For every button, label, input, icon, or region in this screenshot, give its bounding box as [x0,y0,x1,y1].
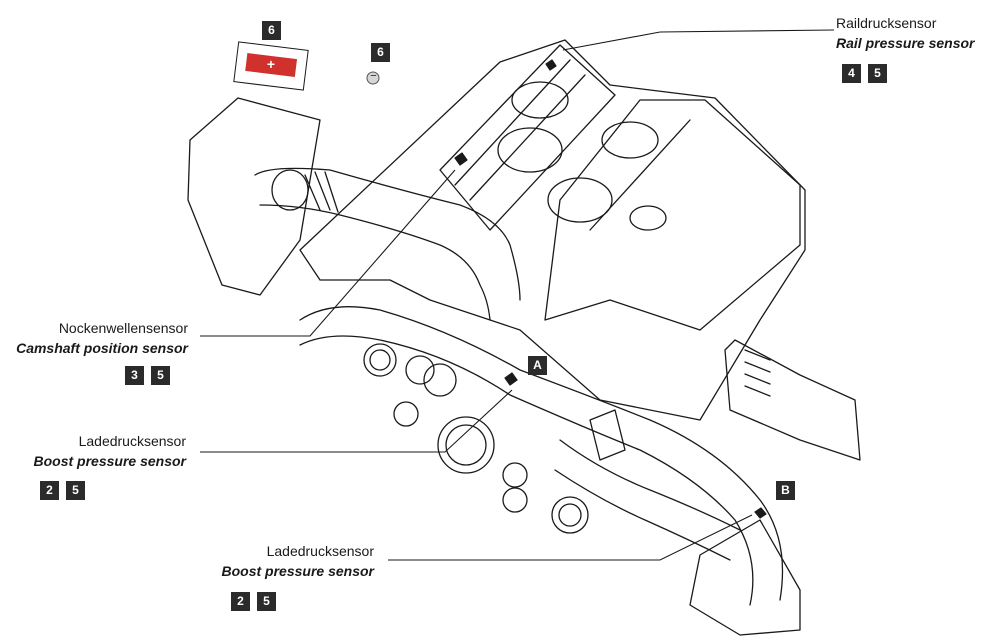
valve-cover [544,99,801,331]
camshaft-sensor-en: Camshaft position sensor [16,340,188,356]
badge: 3 [125,366,144,385]
camshaft-sensor-label: Nockenwellensensor Camshaft position sen… [10,318,188,358]
leader-boost-a [200,389,513,453]
intercooler-end [689,519,801,636]
battery-minus-icon [366,71,380,85]
leader-boost-b [388,514,753,561]
battery-minus-sign: − [370,70,377,82]
cylinder-1 [497,127,563,173]
camshaft-sensor-badges: 3 5 [125,366,170,385]
boost-sensor-a-de: Ladedrucksensor [78,433,186,449]
boost-sensor-b-en: Boost pressure sensor [221,563,375,579]
boost-sensor-b-label: Ladedrucksensor Boost pressure sensor [200,541,375,581]
badge: 4 [842,64,861,83]
battery-plus-sign: + [266,56,276,72]
charge-pipe [299,306,784,601]
ecu-bracket [724,339,861,461]
battery-plus-badge: 6 [262,21,281,40]
badge: 5 [66,481,85,500]
boost-sensor-b-de: Ladedrucksensor [266,543,374,559]
port-turbo [437,416,495,474]
intake-hose [254,167,521,301]
boost-sensor-a-badges: 2 5 [40,481,85,500]
boost-sensor-a-en: Boost pressure sensor [33,453,187,469]
camshaft-sensor-de: Nockenwellensensor [58,320,188,336]
rail-sensor-badges: 4 5 [842,64,887,83]
badge: 2 [231,592,250,611]
leader-rail [562,29,835,51]
engine-block [299,39,806,421]
rail-sensor-de: Raildrucksensor [836,15,937,31]
battery-minus-badge: 6 [371,43,390,62]
port-1 [363,343,397,377]
marker-b: B [776,481,795,500]
oil-cap [629,205,667,231]
rail-sensor-label: Raildrucksensor Rail pressure sensor [836,13,975,53]
marker-a: A [528,356,547,375]
leader-camshaft [200,169,456,337]
badge: 5 [868,64,887,83]
boost-sensor-b-badges: 2 5 [231,592,276,611]
sensor-marks [454,59,767,519]
badge: 5 [151,366,170,385]
air-filter-housing [187,97,321,296]
badge: 2 [40,481,59,500]
badge: 5 [257,592,276,611]
boost-sensor-a-label: Ladedrucksensor Boost pressure sensor [10,431,187,471]
battery-plus-icon [233,41,309,91]
rail-sensor-en: Rail pressure sensor [836,35,975,51]
